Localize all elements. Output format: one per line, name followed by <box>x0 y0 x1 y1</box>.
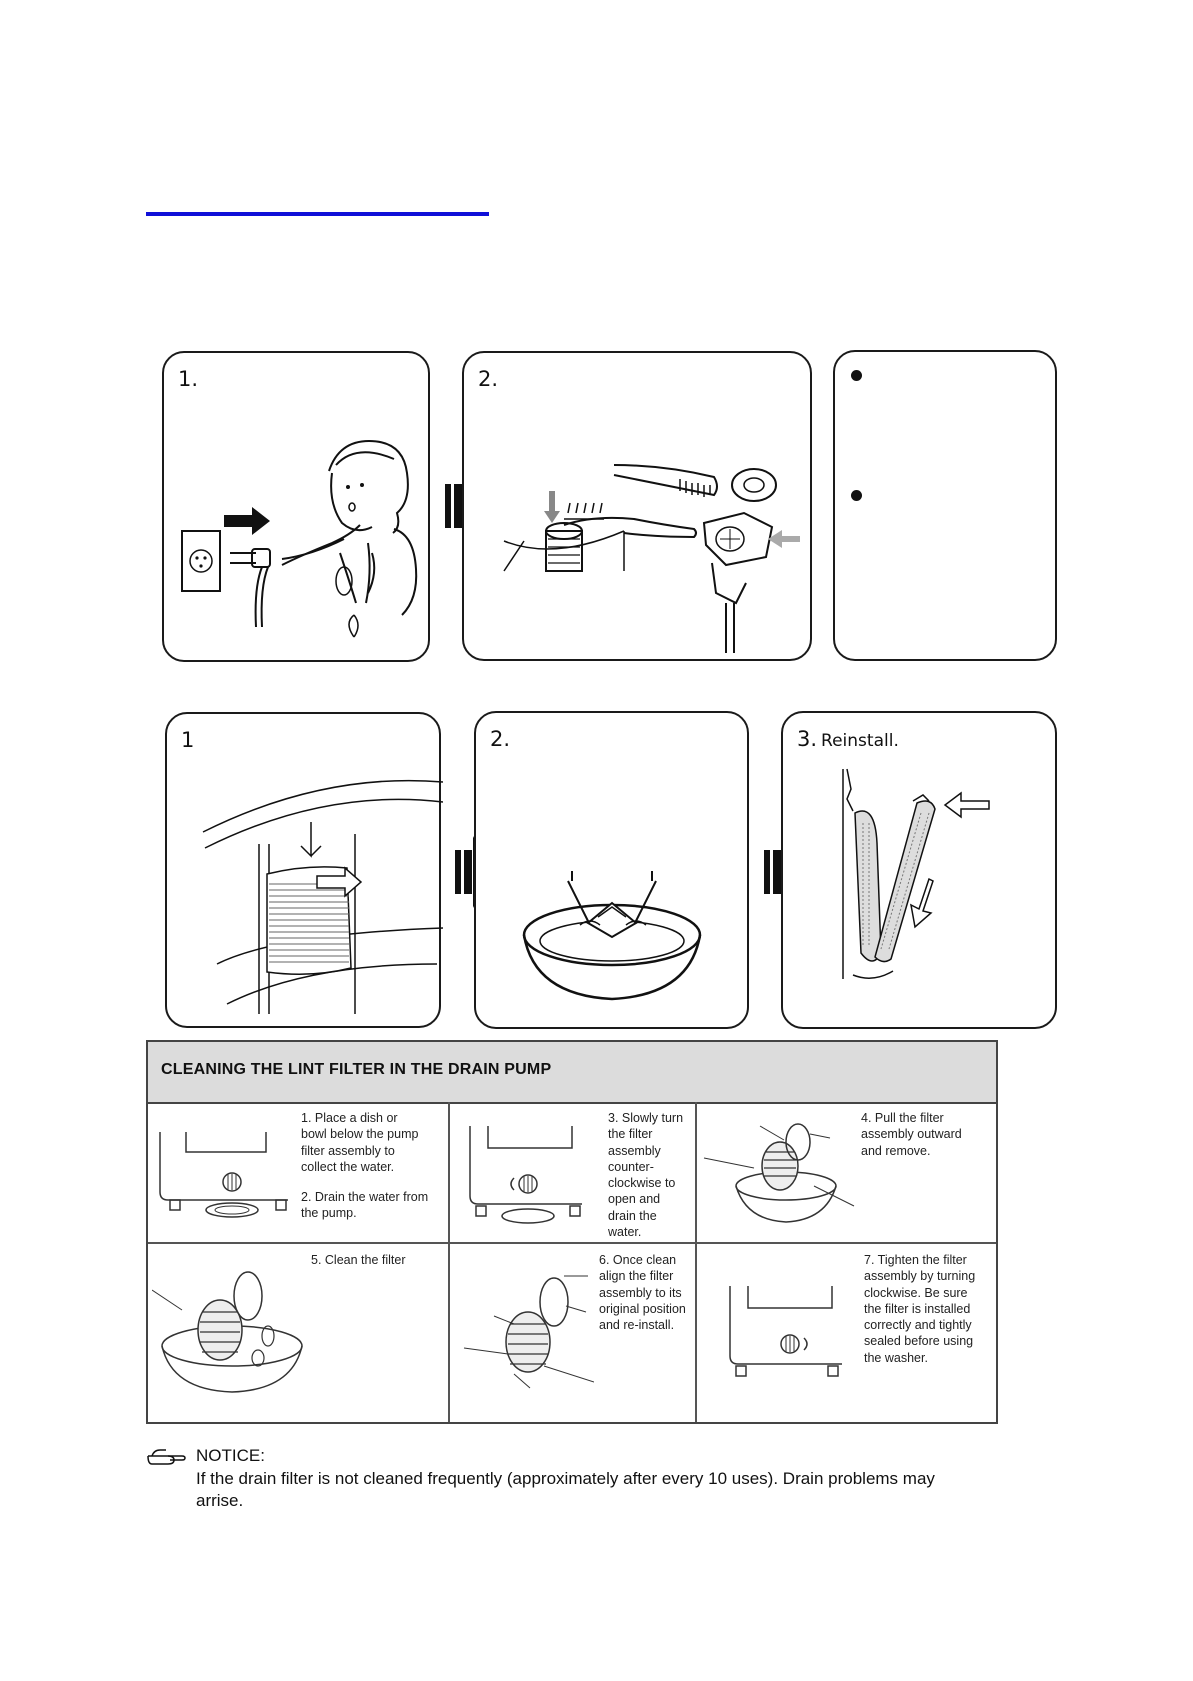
notice-body: If the drain filter is not cleaned frequ… <box>196 1469 935 1510</box>
bottom-panel-2: 2. <box>474 711 749 1029</box>
top-panel-1: 1. <box>162 351 430 662</box>
panel-number-value: 3. <box>797 727 818 751</box>
step-text-4: 4. Pull the filter assembly outward and … <box>861 1110 993 1159</box>
panel-number: 1 <box>181 728 195 752</box>
brush-cleaning-illustration <box>503 464 800 653</box>
step-line: counter- <box>608 1159 654 1174</box>
top-panel-notes <box>833 350 1057 661</box>
step-line: assembly outward <box>861 1127 962 1142</box>
table-divider <box>448 1102 450 1422</box>
unplug-illustration <box>181 439 418 638</box>
step-line: filter assembly to <box>301 1143 395 1158</box>
pointing-hand-icon <box>147 1449 186 1465</box>
step-line: and remove. <box>861 1143 931 1158</box>
step-line: the washer. <box>864 1350 928 1365</box>
step-line: 2. Drain the water from <box>301 1190 429 1205</box>
lint-filter-title: CLEANING THE LINT FILTER IN THE DRAIN PU… <box>161 1061 552 1078</box>
notice-title: NOTICE: <box>196 1446 265 1465</box>
step-line: assembly to its <box>599 1285 682 1300</box>
step-line: and re-install. <box>599 1318 675 1333</box>
step-line: sealed before using <box>864 1334 974 1349</box>
bullet-dot <box>851 490 862 501</box>
step-line: assembly by turning <box>864 1269 976 1284</box>
table-divider <box>695 1102 697 1422</box>
step-line: original position <box>599 1301 686 1316</box>
top-panel-2: 2. <box>462 351 812 661</box>
step-line: the filter is installed <box>864 1301 971 1316</box>
step-line: clockwise. Be sure <box>864 1285 968 1300</box>
step-text-3: 3. Slowly turn the filter assembly count… <box>608 1110 694 1240</box>
filter-in-bowl-illustration <box>703 1123 855 1223</box>
wash-filter-illustration <box>522 871 702 1001</box>
panel-number: 3.Reinstall. <box>797 727 899 751</box>
step-text-6: 6. Once clean align the filter assembly … <box>599 1252 694 1333</box>
step-line: assembly <box>608 1143 661 1158</box>
step-line: water. <box>608 1225 642 1240</box>
step-text-5: 5. Clean the filter <box>311 1252 447 1268</box>
panel-label: Reinstall. <box>821 731 899 751</box>
step-line: correctly and tightly <box>864 1318 972 1333</box>
step-line: clockwise to <box>608 1176 676 1191</box>
panel-number: 1. <box>178 367 199 391</box>
step-line: 4. Pull the filter <box>861 1111 944 1125</box>
step-line: drain the <box>608 1208 657 1223</box>
bullet-dot <box>851 370 862 381</box>
washer-bowl-illustration <box>159 1132 288 1218</box>
step-line: open and <box>608 1192 661 1207</box>
cleaning-filter-in-bowl-illustration <box>152 1271 303 1393</box>
remove-lint-filter-illustration <box>202 779 443 1014</box>
step-line: bowl below the pump <box>301 1127 419 1142</box>
step-line: 3. Slowly turn <box>608 1111 684 1125</box>
step-line: 7. Tighten the filter <box>864 1253 967 1267</box>
table-divider <box>148 1242 996 1244</box>
reinstall-filter-illustration <box>842 768 990 979</box>
step-line: collect the water. <box>301 1159 395 1174</box>
step-text-7: 7. Tighten the filter assembly by turnin… <box>864 1252 996 1366</box>
lint-filter-header: CLEANING THE LINT FILTER IN THE DRAIN PU… <box>148 1042 996 1104</box>
washer-filter-closed-illustration <box>729 1286 842 1377</box>
lint-filter-table: CLEANING THE LINT FILTER IN THE DRAIN PU… <box>146 1040 998 1424</box>
panel-number: 2. <box>490 727 511 751</box>
step-line: 5. Clean the filter <box>311 1253 406 1267</box>
step-line: the filter <box>608 1127 653 1142</box>
step-line: the pump. <box>301 1206 357 1221</box>
step-text-1: 1. Place a dish or bowl below the pump f… <box>301 1110 447 1222</box>
bottom-panel-1: 1 <box>165 712 443 1028</box>
panel-number: 2. <box>478 367 499 391</box>
align-filter-illustration <box>463 1275 594 1389</box>
step-line: 6. Once clean <box>599 1253 677 1267</box>
washer-open-filter-illustration <box>469 1126 582 1224</box>
section-title-underline <box>146 212 489 216</box>
step-line: align the filter <box>599 1269 674 1284</box>
bottom-panel-3: 3.Reinstall. <box>781 711 1057 1029</box>
step-line: 1. Place a dish or <box>301 1111 398 1125</box>
